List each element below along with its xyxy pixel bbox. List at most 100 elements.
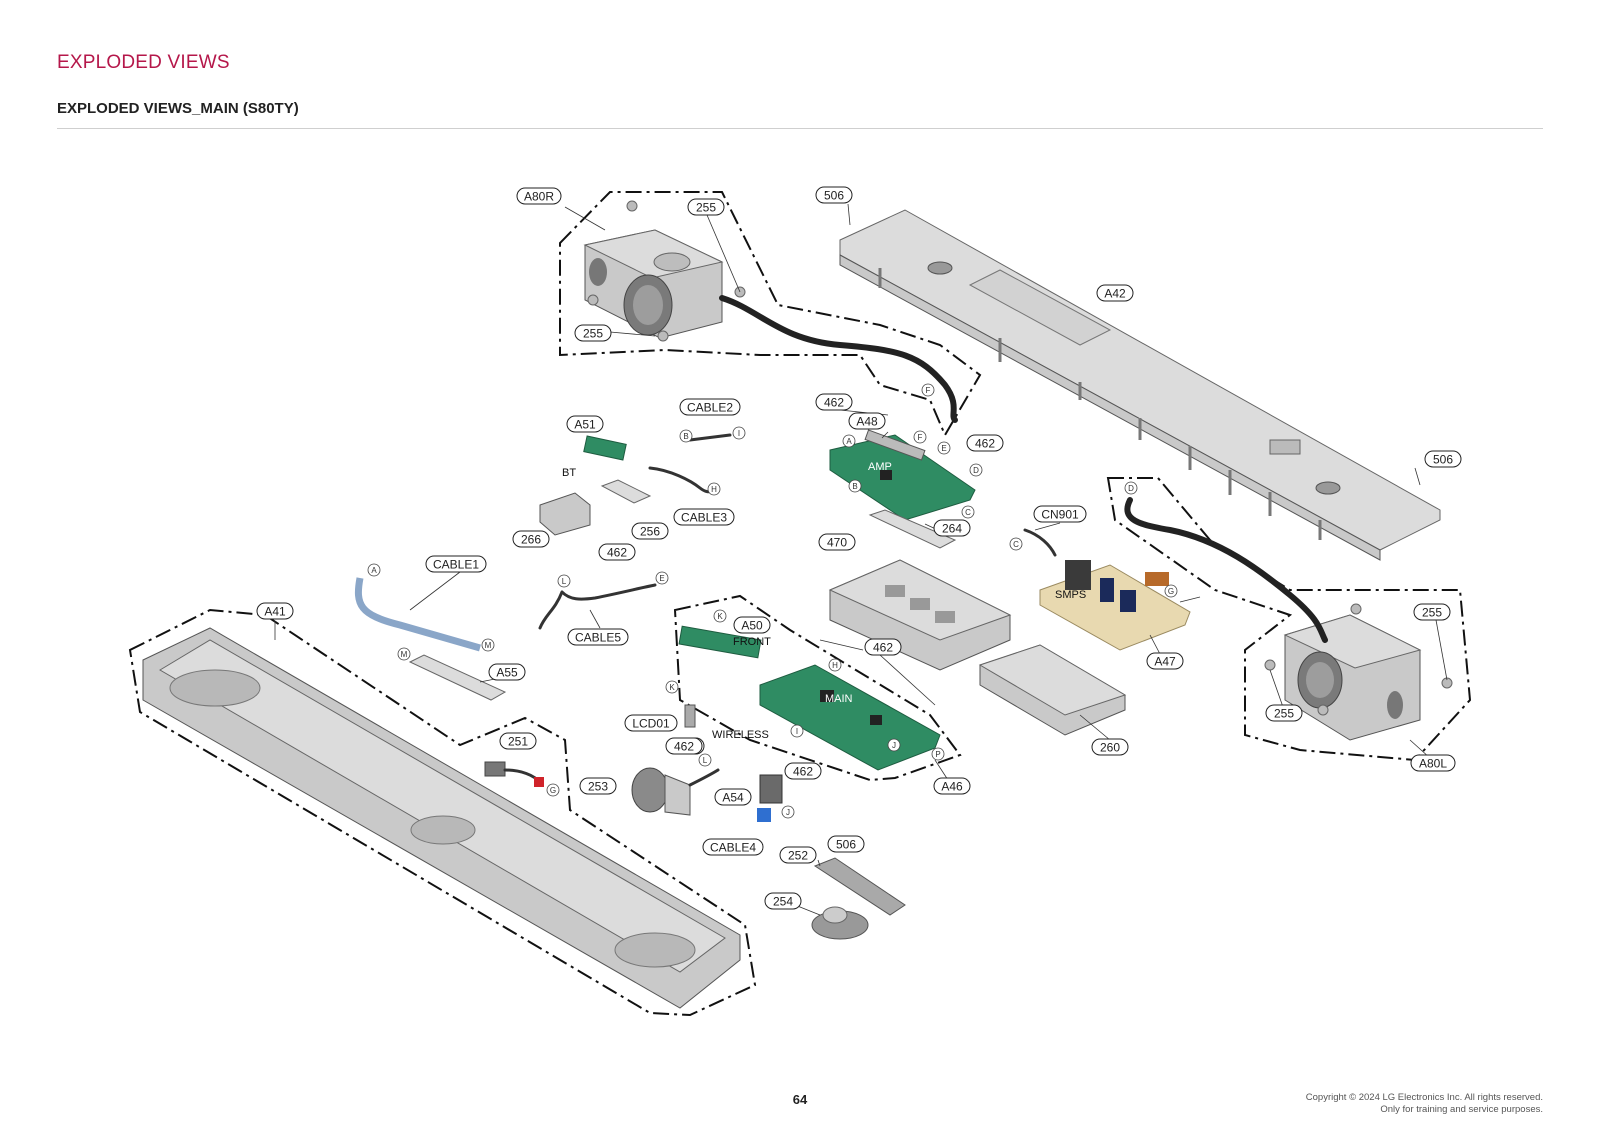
callout-text: CABLE2 [687, 401, 733, 415]
callout-251: 251 [499, 732, 537, 750]
top-plate-a42 [839, 209, 1441, 561]
connector-letter: D [973, 466, 979, 475]
part-253 [631, 767, 720, 816]
callout-255: 255 [1265, 704, 1303, 722]
smps-label: SMPS [1055, 589, 1086, 601]
smps-board-a47 [1023, 528, 1191, 651]
part-254 [811, 906, 869, 940]
callout-text: 470 [827, 536, 847, 550]
callout-text: 506 [824, 189, 844, 203]
callout-text: 254 [773, 895, 793, 909]
part-252 [813, 857, 906, 916]
callout-a41: A41 [256, 602, 294, 620]
connector-letter: L [562, 577, 567, 586]
housing-a41 [142, 627, 741, 1009]
callout-text: 462 [793, 765, 813, 779]
callout-cable5: CABLE5 [567, 628, 629, 646]
bt-bracket-266 [539, 492, 591, 536]
connector-marker-k: K [665, 680, 679, 694]
callout-text: 253 [588, 780, 608, 794]
callout-text: 506 [1433, 453, 1453, 467]
connector-marker-h: H [707, 482, 721, 496]
callout-text: CABLE3 [681, 511, 727, 525]
callout-text: 252 [788, 849, 808, 863]
connector-letter: E [659, 574, 664, 583]
callout-text: A46 [941, 780, 963, 794]
callout-text: A42 [1104, 287, 1126, 301]
page-title: EXPLODED VIEWS_MAIN (S80TY) [57, 100, 299, 117]
group-outline-a41 [128, 608, 757, 1017]
connector-letter: F [926, 386, 931, 395]
callout-cable3: CABLE3 [673, 508, 735, 526]
connector-marker-c: C [1009, 537, 1023, 551]
copyright-line-1: Copyright © 2024 LG Electronics Inc. All… [1305, 1092, 1543, 1103]
callout-text: 255 [1422, 606, 1442, 620]
callout-text: A54 [722, 791, 744, 805]
front-label: FRONT [733, 636, 771, 648]
callout-text: 266 [521, 533, 541, 547]
copyright-line-2: Only for training and service purposes. [1380, 1104, 1543, 1115]
shield-260 [978, 644, 1127, 736]
flat-cable-1 [354, 577, 481, 652]
callout-text: A50 [741, 619, 763, 633]
connector-marker-f: F [921, 383, 935, 397]
callout-text: A80R [524, 190, 554, 204]
connector-letter: B [852, 482, 857, 491]
cable-2-shape [688, 433, 732, 442]
callout-text: 260 [1100, 741, 1120, 755]
callout-a51: A51 [566, 415, 604, 433]
connector-marker-l: L [698, 753, 712, 767]
connector-letter: G [550, 786, 556, 795]
callout-260: 260 [1091, 738, 1129, 756]
connector-marker-g: G [546, 783, 560, 797]
speaker-cable-left [1124, 497, 1328, 643]
callout-cn901: CN901 [1033, 505, 1087, 523]
connector-marker-d: D [969, 463, 983, 477]
callout-layer: A80R255255506A42506462A48462A51CABLE2CAB… [256, 186, 1462, 910]
connector-letter: E [941, 444, 946, 453]
callout-255: 255 [1413, 603, 1451, 621]
callout-254: 254 [764, 892, 802, 910]
connector-marker-j: J [781, 805, 795, 819]
section-title: EXPLODED VIEWS [57, 52, 230, 73]
connector-marker-g: G [1164, 584, 1178, 598]
callout-a55: A55 [488, 663, 526, 681]
callout-text: 462 [873, 641, 893, 655]
callout-text: A51 [574, 418, 596, 432]
callout-text: 462 [975, 437, 995, 451]
connector-letter: C [1013, 540, 1019, 549]
connector-letter: M [485, 641, 492, 650]
connector-letter: C [965, 508, 971, 517]
callout-462: 462 [665, 737, 703, 755]
connector-marker-h: H [828, 658, 842, 672]
speaker-a80l [1264, 603, 1453, 741]
callout-text: 255 [583, 327, 603, 341]
connector-marker-f: F [913, 430, 927, 444]
wireless-label: WIRELESS [712, 729, 769, 741]
callout-a54: A54 [714, 788, 752, 806]
callout-a80l: A80L [1410, 754, 1456, 772]
group-outline-a80r [559, 191, 982, 438]
callout-253: 253 [579, 777, 617, 795]
callout-text: CABLE1 [433, 558, 479, 572]
connector-marker-k: K [713, 609, 727, 623]
connector-marker-d: D [1124, 481, 1138, 495]
connector-letter: K [669, 683, 675, 692]
connector-marker-i: I [790, 724, 804, 738]
connector-marker-m: M [397, 647, 411, 661]
callout-text: 255 [696, 201, 716, 215]
callout-text: 462 [824, 396, 844, 410]
callout-252: 252 [779, 846, 817, 864]
callout-264: 264 [933, 519, 971, 537]
callout-506: 506 [815, 186, 853, 204]
callout-506: 506 [1424, 450, 1462, 468]
callout-cable4: CABLE4 [702, 838, 764, 856]
connector-letter: M [401, 650, 408, 659]
connector-letter: I [796, 727, 798, 736]
speaker-a80r [583, 200, 746, 342]
connector-letter: J [892, 741, 896, 750]
connector-letter: H [832, 661, 838, 670]
callout-text: A48 [856, 415, 878, 429]
cable-5-shape [538, 583, 657, 630]
